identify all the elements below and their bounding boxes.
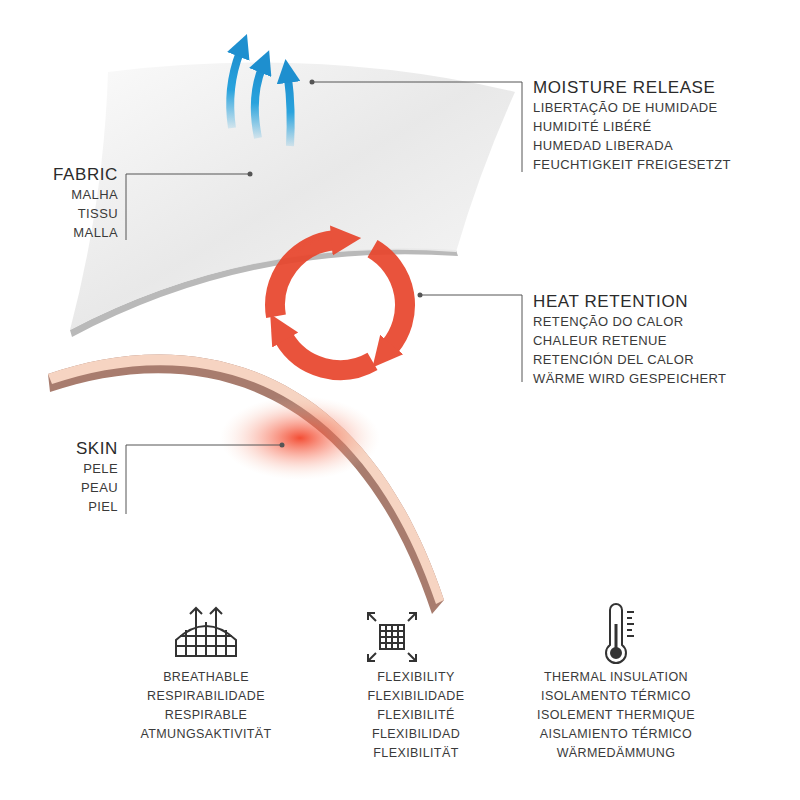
flexibility-caption: FLEXIBILITÉ bbox=[368, 706, 465, 725]
skin-label: PIEL bbox=[75, 497, 118, 516]
breathable-caption-group: BREATHABLERESPIRABILIDADERESPIRABLEATMUN… bbox=[140, 668, 272, 744]
breathable-caption: RESPIRABLE bbox=[140, 706, 272, 725]
insulation-caption: ISOLAMENTO TÉRMICO bbox=[537, 687, 695, 706]
fabric-label: MALHA bbox=[52, 185, 118, 204]
insulation-caption-group: THERMAL INSULATIONISOLAMENTO TÉRMICOISOL… bbox=[537, 668, 695, 763]
insulation-caption: AISLAMIENTO TÉRMICO bbox=[537, 725, 695, 744]
flexibility-caption: FLEXIBILIDADE bbox=[368, 687, 465, 706]
skin-surface bbox=[48, 354, 444, 604]
heat-label: WÄRME WIRD GESPEICHERT bbox=[533, 369, 727, 388]
heat-arrows bbox=[275, 240, 405, 370]
leader-dot bbox=[418, 293, 423, 298]
breathable-caption: RESPIRABILIDADE bbox=[140, 687, 272, 706]
moisture-label: LIBERTAÇÃO DE HUMIDADE bbox=[533, 98, 731, 117]
breathable-icon bbox=[176, 608, 236, 656]
thermometer-icon bbox=[606, 604, 634, 663]
moisture-arrows bbox=[230, 52, 290, 146]
flexibility-caption: FLEXIBILITY bbox=[368, 668, 465, 687]
fabric-label-heading: FABRIC bbox=[52, 165, 118, 185]
flexibility-icon bbox=[368, 613, 416, 661]
moisture-label-group: MOISTURE RELEASELIBERTAÇÃO DE HUMIDADEHU… bbox=[533, 78, 731, 174]
heat-glow bbox=[220, 396, 380, 480]
fabric-sheet bbox=[70, 63, 515, 330]
moisture-label: HUMIDITÉ LIBÉRÉ bbox=[533, 117, 731, 136]
leader-dot bbox=[248, 172, 253, 177]
leader-dot bbox=[280, 443, 285, 448]
skin-label-heading: SKIN bbox=[75, 439, 118, 459]
moisture-label: FEUCHTIGKEIT FREIGESETZT bbox=[533, 155, 731, 174]
insulation-caption: ISOLEMENT THERMIQUE bbox=[537, 706, 695, 725]
fabric-label: MALLA bbox=[52, 223, 118, 242]
moisture-label-heading: MOISTURE RELEASE bbox=[533, 78, 731, 98]
fabric-label-group: FABRICMALHATISSUMALLA bbox=[52, 165, 118, 242]
heat-label-group: HEAT RETENTIONRETENÇÃO DO CALORCHALEUR R… bbox=[533, 292, 727, 388]
breathable-caption: BREATHABLE bbox=[140, 668, 272, 687]
heat-label-heading: HEAT RETENTION bbox=[533, 292, 727, 312]
leader-lines bbox=[126, 82, 522, 514]
skin-label: PEAU bbox=[75, 478, 118, 497]
breathable-caption: ATMUNGSAKTIVITÄT bbox=[140, 725, 272, 744]
moisture-label: HUMEDAD LIBERADA bbox=[533, 136, 731, 155]
heat-label: RETENCIÓN DEL CALOR bbox=[533, 350, 727, 369]
leader-dot bbox=[310, 80, 315, 85]
skin-edge bbox=[48, 354, 444, 614]
flexibility-caption: FLEXIBILITÄT bbox=[368, 744, 465, 763]
flexibility-caption-group: FLEXIBILITYFLEXIBILIDADEFLEXIBILITÉFLEXI… bbox=[368, 668, 465, 763]
skin-label-group: SKINPELEPEAUPIEL bbox=[75, 439, 118, 516]
fabric-label: TISSU bbox=[52, 204, 118, 223]
flexibility-caption: FLEXIBILIDAD bbox=[368, 725, 465, 744]
insulation-caption: WÄRMEDÄMMUNG bbox=[537, 744, 695, 763]
heat-label: RETENÇÃO DO CALOR bbox=[533, 312, 727, 331]
skin-label: PELE bbox=[75, 459, 118, 478]
heat-label: CHALEUR RETENUE bbox=[533, 331, 727, 350]
insulation-caption: THERMAL INSULATION bbox=[537, 668, 695, 687]
